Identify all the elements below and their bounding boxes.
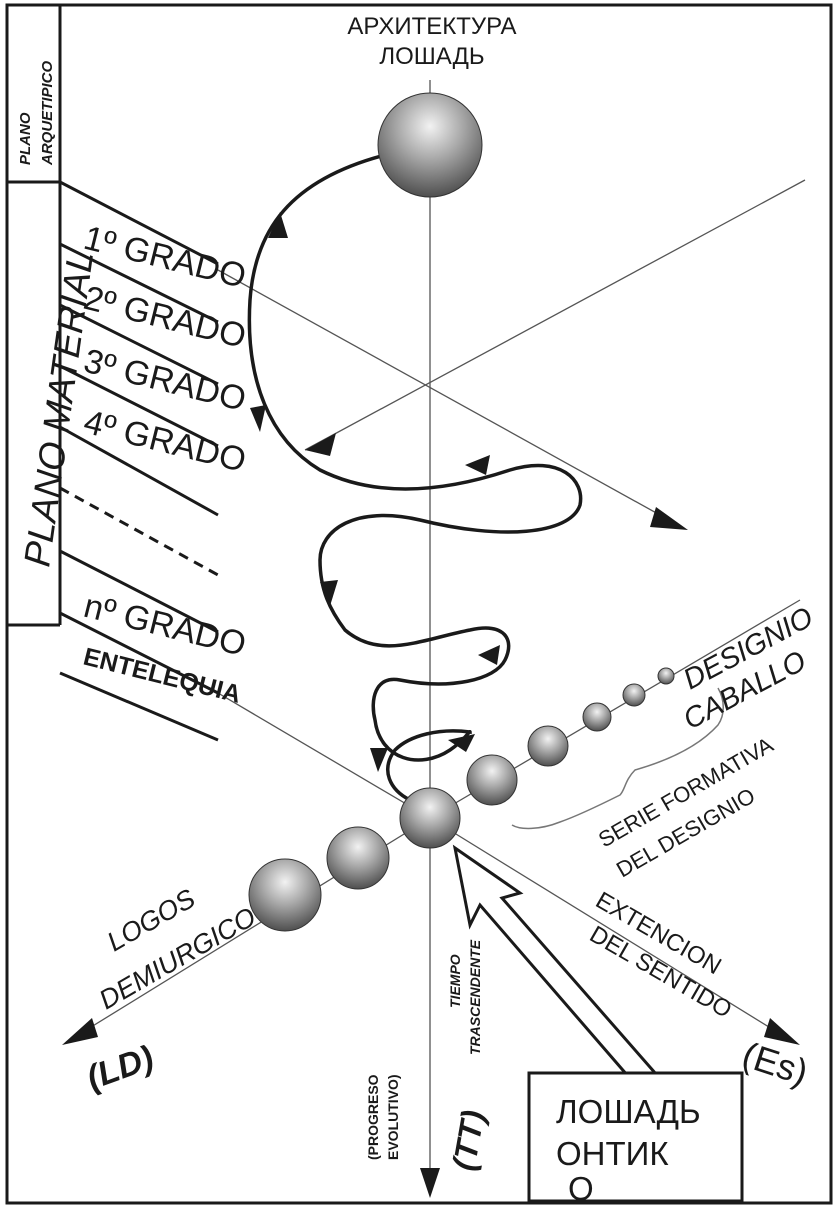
extension-symbol: (Es) xyxy=(738,1034,813,1093)
spiral-arrow-5 xyxy=(478,645,500,665)
sphere-series-1 xyxy=(466,754,518,806)
spiral-arrow-7 xyxy=(448,734,475,752)
evolution-spiral xyxy=(247,153,583,802)
progreso-line1: (PROGRESO xyxy=(365,1074,381,1160)
spiral-arrow-3 xyxy=(465,455,490,475)
ontic-label-box xyxy=(527,1071,744,1203)
grade-line-7 xyxy=(59,611,219,695)
grade-line-dashed xyxy=(59,486,219,577)
spiral-arrow-2 xyxy=(250,405,266,432)
grade-line-8 xyxy=(59,671,219,742)
spiral-arrow-6 xyxy=(370,748,388,772)
sphere-logos-1 xyxy=(326,826,390,890)
arrowhead-lower-right xyxy=(650,507,688,530)
grade-line-6 xyxy=(59,549,219,634)
archetypal-plane-line1: PLANO xyxy=(17,112,34,165)
thin-line-grade xyxy=(217,269,661,516)
grade-lines xyxy=(59,180,219,742)
tiempo-line1: TIEMPO xyxy=(447,954,463,1008)
arrowhead-upper-left xyxy=(305,433,336,456)
progreso-line2: EVOLUTIVO) xyxy=(385,1074,401,1160)
sphere-ontic xyxy=(399,787,461,849)
sphere-series-2 xyxy=(527,725,569,767)
spiral-path xyxy=(247,153,583,802)
thin-line-extension xyxy=(429,817,791,1041)
grade-line-1 xyxy=(59,180,219,266)
axis-arrowheads xyxy=(62,433,800,1198)
thin-line-entelechy xyxy=(217,692,431,819)
spiral-arrowheads xyxy=(250,212,500,772)
sphere-series-3 xyxy=(582,702,612,732)
spiral-arrow-1 xyxy=(268,212,288,238)
arrowhead-extension xyxy=(764,1018,800,1045)
ontic-line1: ЛОШАДЬ xyxy=(556,1093,701,1130)
grade-line-3 xyxy=(59,303,219,386)
grade-line-2 xyxy=(59,242,219,324)
top-label-line1: АРХИТЕКТУРА xyxy=(347,13,516,40)
thin-line-upper-right xyxy=(304,179,806,451)
thin-axes xyxy=(69,80,806,1190)
spheres xyxy=(248,92,675,932)
archetypal-plane-line2: ARQUETIPICO xyxy=(39,60,56,166)
tiempo-line2: TRASCENDENTE xyxy=(467,939,483,1055)
spiral-arrow-4 xyxy=(320,580,338,606)
sphere-logos-2 xyxy=(248,858,322,932)
top-label-line2: ЛОШАДЬ xyxy=(379,43,484,70)
tiempo-symbol: (TT) xyxy=(445,1107,491,1173)
grade-line-4 xyxy=(59,364,219,448)
arrowhead-logos xyxy=(62,1018,98,1045)
serie-brace xyxy=(511,687,724,830)
arrowhead-time xyxy=(420,1168,440,1198)
ontic-line2: ОНТИК xyxy=(556,1135,669,1172)
outer-frame xyxy=(5,3,833,1205)
grade-line-5 xyxy=(59,425,219,517)
sphere-archetype xyxy=(377,92,483,198)
ontic-line3: О xyxy=(568,1170,594,1207)
sphere-series-5 xyxy=(657,667,675,685)
logos-symbol: (LD) xyxy=(82,1039,159,1098)
sphere-series-4 xyxy=(622,683,646,707)
